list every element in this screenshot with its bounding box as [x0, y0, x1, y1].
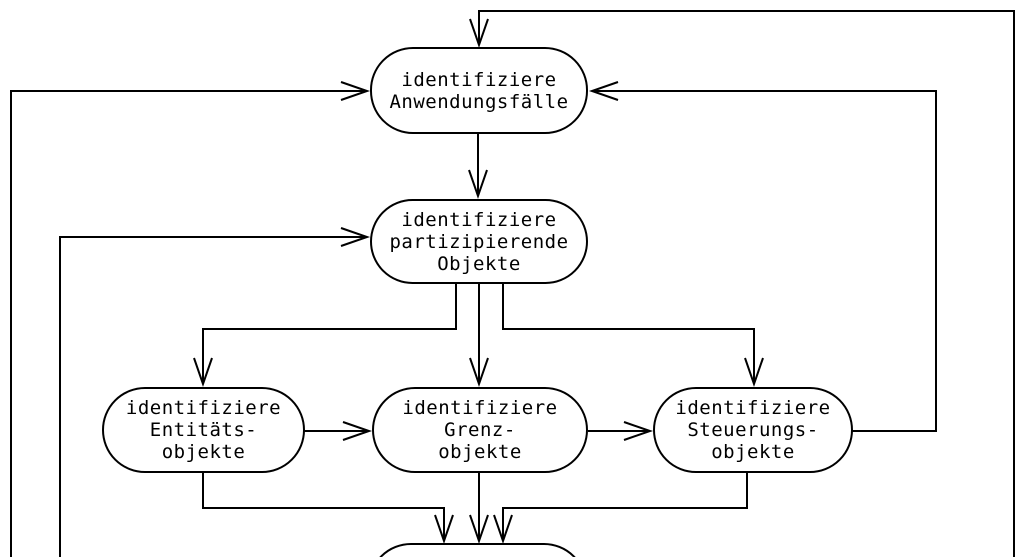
node-label-steuerungsobjekte: identifiziere Steuerungs- objekte — [675, 397, 831, 463]
node-label-anwendungsfaelle: identifiziere Anwendungsfälle — [389, 68, 569, 113]
edge-partizipierende-to-steuerungs — [502, 283, 764, 388]
node-label-entitaetsobjekte: identifiziere Entitäts- objekte — [125, 397, 282, 463]
edge-steuerungs-to-anwendungsfaelle — [588, 81, 937, 432]
node-identifiziere-entitaetsobjekte: identifiziere Entitäts- objekte — [102, 387, 305, 473]
edge-steuerungs-to-bottom — [493, 472, 748, 545]
node-label-partizipierende-objekte: identifiziere partizipierende Objekte — [389, 208, 569, 275]
node-identifiziere-partizipierende-objekte: identifiziere partizipierende Objekte — [370, 199, 588, 284]
edge-entitaets-to-bottom — [202, 472, 454, 545]
edge-partizipierende-to-entitaets — [193, 283, 457, 388]
edge-feedback-outer-left-to-anwendungsfaelle — [10, 81, 371, 557]
node-identifiziere-steuerungsobjekte: identifiziere Steuerungs- objekte — [653, 387, 853, 473]
node-identifiziere-grenzobjekte: identifiziere Grenz- objekte — [372, 387, 588, 473]
node-label-grenzobjekte: identifiziere Grenz- objekte — [402, 397, 558, 463]
node-bottom-partial — [368, 543, 587, 557]
edge-feedback-outer-right-to-anwendungsfaelle — [469, 10, 1015, 557]
edge-feedback-left-to-partizipierende — [59, 227, 371, 557]
node-identifiziere-anwendungsfaelle: identifiziere Anwendungsfälle — [370, 47, 588, 134]
